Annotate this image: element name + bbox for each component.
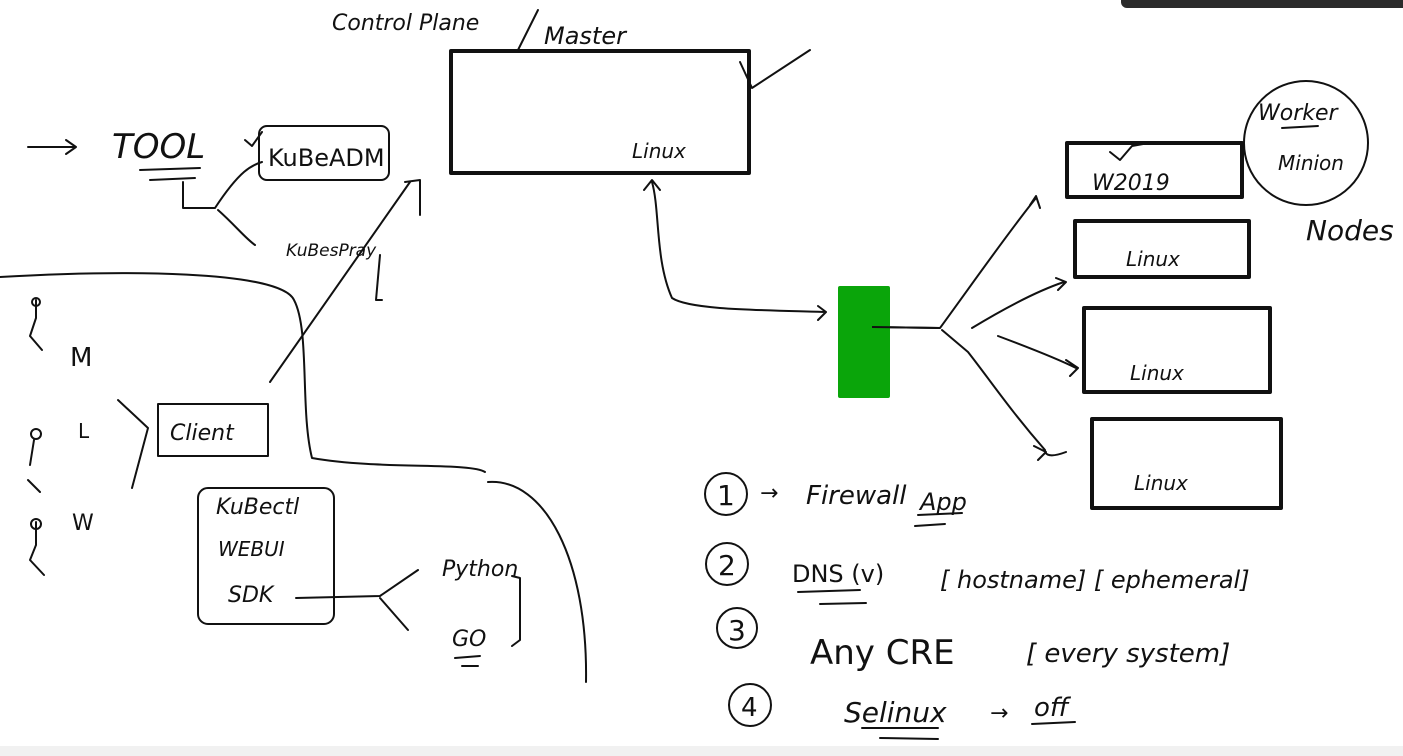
kubespray-label: KuBesPray bbox=[286, 241, 377, 261]
master-check bbox=[739, 49, 811, 89]
title-master: Master bbox=[544, 22, 628, 50]
worker-node-2-label: Linux bbox=[1126, 247, 1180, 271]
master-os-label: Linux bbox=[632, 139, 686, 163]
letter-dot-2 bbox=[30, 428, 42, 440]
letter-l: L bbox=[78, 419, 90, 443]
lb-line bbox=[871, 326, 941, 329]
req-circle-1 bbox=[704, 472, 748, 516]
letter-m: M bbox=[70, 343, 92, 373]
worker-check bbox=[1109, 141, 1156, 161]
letter-w: W bbox=[72, 511, 94, 536]
worker-tag-circle bbox=[1243, 80, 1369, 206]
req-circle-4 bbox=[728, 683, 772, 727]
req-4-arrow: → bbox=[990, 701, 1008, 726]
req-4-num: 4 bbox=[741, 693, 758, 723]
window-edge bbox=[1121, 0, 1403, 8]
worker-tag-line2: Minion bbox=[1278, 151, 1344, 175]
req-1-arrow: → bbox=[760, 481, 778, 506]
lang-bracket bbox=[511, 575, 521, 647]
tool-label: TOOL bbox=[112, 127, 205, 167]
tool-underline bbox=[139, 167, 201, 181]
worker-underline bbox=[1281, 125, 1319, 129]
selinux-underline bbox=[861, 727, 939, 740]
req-2-num: 2 bbox=[718, 549, 736, 582]
req-1-extra: App bbox=[918, 488, 967, 516]
bottom-scroll-area bbox=[0, 746, 1403, 756]
letter-dot-3 bbox=[30, 518, 42, 530]
kubeadm-label: KuBeADM bbox=[268, 144, 385, 172]
off-underline bbox=[1031, 721, 1076, 725]
client-master-line bbox=[269, 181, 411, 383]
worker-box-2 bbox=[1073, 219, 1251, 279]
client-options-box bbox=[197, 487, 335, 625]
client-label: Client bbox=[170, 421, 235, 446]
req-circle-3 bbox=[716, 607, 758, 649]
kubeadm-box bbox=[258, 125, 390, 181]
req-1-text: Firewall bbox=[806, 481, 907, 511]
sdk-connector bbox=[295, 569, 419, 631]
worker-box-4 bbox=[1090, 417, 1283, 510]
req-4-extra: off bbox=[1034, 693, 1072, 723]
req-circle-2 bbox=[705, 542, 749, 586]
req-4-text: Selinux bbox=[844, 696, 947, 729]
master-box bbox=[449, 49, 751, 175]
title-control-plane: Control Plane bbox=[332, 11, 479, 36]
req-1-num: 1 bbox=[717, 479, 735, 512]
lb-fan bbox=[871, 195, 1079, 461]
worker-node-3-label: Linux bbox=[1130, 361, 1184, 385]
worker-tag-line1: Worker bbox=[1258, 101, 1340, 126]
master-lb-line bbox=[643, 179, 827, 321]
tool-branch bbox=[182, 161, 263, 246]
client-option-sdk: SDK bbox=[228, 583, 275, 608]
client-option-kubectl: KuBectl bbox=[216, 495, 299, 520]
req-3-text: Any CRE bbox=[810, 633, 955, 673]
client-option-webui: WEBUI bbox=[218, 537, 285, 561]
worker-node-1-label: W2019 bbox=[1092, 171, 1170, 196]
title-slash bbox=[517, 9, 539, 51]
divider-curve bbox=[0, 272, 588, 683]
letter-dot-1 bbox=[31, 297, 41, 307]
nodes-label: Nodes bbox=[1306, 214, 1394, 247]
letter-marks bbox=[27, 299, 45, 576]
req-3-extra: [ every system] bbox=[1026, 639, 1230, 669]
client-box bbox=[157, 403, 269, 457]
req-2-text: DNS (v) bbox=[792, 560, 884, 588]
go-underline bbox=[454, 655, 481, 667]
lang-go: GO bbox=[452, 627, 486, 652]
req-2-extra: [ hostname] [ ephemeral] bbox=[940, 566, 1250, 594]
lang-python: Python bbox=[442, 557, 518, 582]
worker-box-3 bbox=[1082, 306, 1272, 394]
tool-arrow bbox=[27, 139, 77, 155]
load-balancer bbox=[838, 286, 890, 398]
req-3-num: 3 bbox=[728, 614, 746, 647]
kubeadm-check bbox=[244, 131, 263, 147]
dns-underline bbox=[797, 589, 867, 605]
client-bracket bbox=[117, 399, 149, 489]
app-underline bbox=[914, 512, 963, 527]
worker-node-4-label: Linux bbox=[1134, 471, 1188, 495]
